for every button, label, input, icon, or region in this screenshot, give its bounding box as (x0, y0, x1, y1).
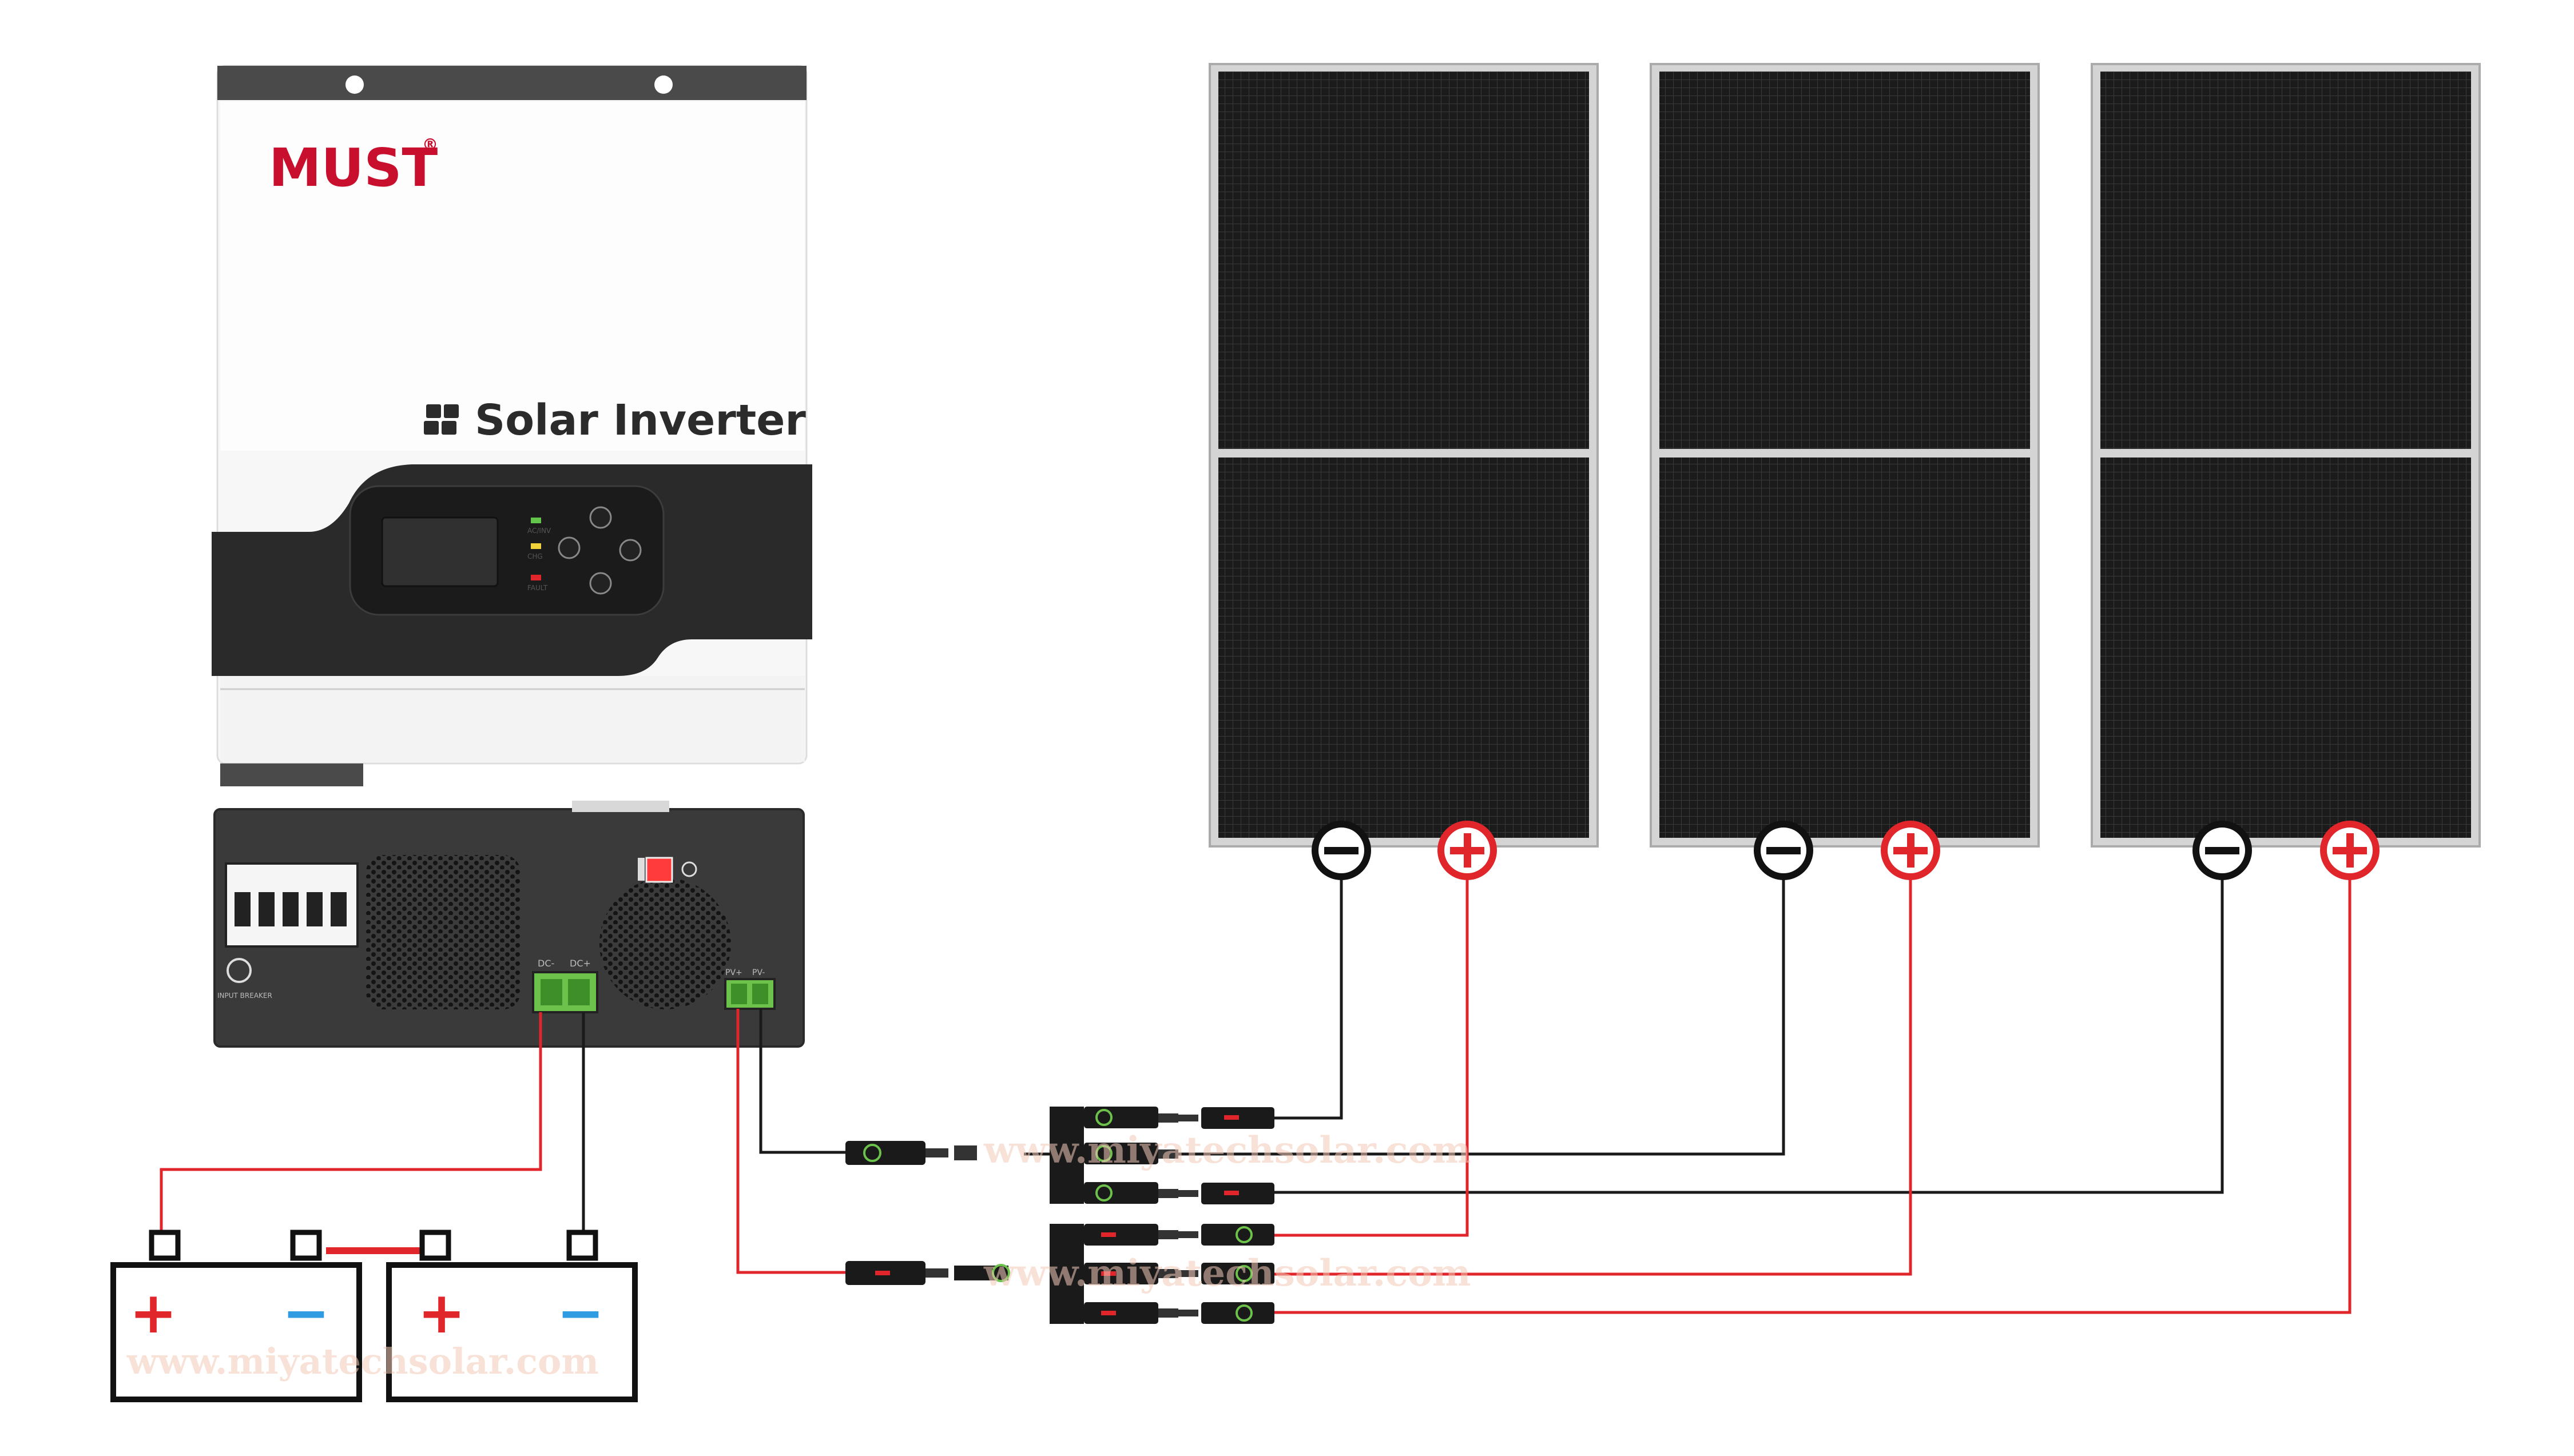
mounting-hole-left (345, 75, 364, 94)
panel-1-negative-terminal (1312, 821, 1371, 880)
inverter-front: MUST ® Solar Inverter AC/INV CHG FAULT (212, 65, 812, 786)
down-button[interactable] (589, 572, 612, 595)
solar-panel-2 (1650, 63, 2040, 848)
enter-button[interactable] (619, 539, 642, 562)
panel-1-positive-lead (1273, 852, 1469, 1237)
port-label-dc-pos: DC+ (570, 958, 591, 969)
watermark-2: www.miyatechsolar.com (983, 1252, 1471, 1295)
panel-2-negative-terminal (1754, 821, 1813, 880)
battery-positive-cable (160, 1012, 542, 1238)
mc4-panel-pos-connectors (1178, 1224, 1274, 1324)
solar-panel-3 (2091, 63, 2481, 848)
mc4-panel-neg-connectors (1178, 1107, 1274, 1204)
svg-text:CHG: CHG (527, 552, 543, 560)
fan-grille-right (599, 878, 731, 1009)
ac-terminal-block (225, 862, 359, 948)
led-ac-inv: AC/INV (527, 518, 551, 535)
panel-3-negative-terminal (2192, 821, 2252, 880)
svg-text:AC/INV: AC/INV (527, 527, 551, 535)
input-breaker[interactable] (227, 958, 252, 983)
panel-2-negative-lead (1024, 852, 1785, 1156)
mc4-y-branch-negative (1050, 1107, 1178, 1204)
brand-logo: MUST (269, 137, 438, 198)
battery-2: + − (386, 1230, 638, 1402)
port-label-pv-neg: PV- (752, 968, 765, 977)
battery-2-negative-symbol: − (557, 1279, 605, 1346)
setup-button[interactable] (558, 536, 581, 559)
pv-negative-trunk (759, 1009, 847, 1154)
svg-text:FAULT: FAULT (527, 584, 548, 592)
panel-3-positive-lead (1273, 852, 2351, 1314)
power-icon (681, 861, 697, 877)
brand-registered-mark: ® (422, 135, 438, 154)
panel-3-positive-terminal (2320, 821, 2380, 880)
port-label-dc-neg: DC- (538, 958, 554, 969)
watermark-1: www.miyatechsolar.com (983, 1129, 1471, 1172)
battery-1-negative-symbol: − (282, 1279, 330, 1346)
up-button[interactable] (589, 506, 612, 529)
product-title: Solar Inverter (475, 396, 806, 445)
port-label-pv-pos: PV+ (725, 968, 742, 977)
battery-1: + − (110, 1230, 362, 1402)
mc4-trunk-negative-connector (845, 1141, 977, 1165)
power-switch[interactable] (645, 857, 673, 883)
lcd-display (381, 516, 499, 587)
svg-text:INPUT BREAKER: INPUT BREAKER (217, 992, 272, 1000)
mc4-y-branch-positive (1050, 1224, 1178, 1324)
watermark-3: www.miyatechsolar.com (126, 1340, 599, 1382)
solar-panel-1 (1209, 63, 1599, 848)
mc4-trunk-positive-connector (845, 1261, 1010, 1285)
led-fault: FAULT (527, 575, 548, 592)
inverter-bottom: INPUT BREAKER DC- DC+ PV+ PV- (213, 801, 805, 1048)
panel-3-negative-lead (1273, 852, 2224, 1194)
panel-1-negative-lead (1273, 852, 1343, 1120)
panel-2-positive-lead (1273, 852, 1912, 1276)
battery-1-positive-symbol: + (129, 1279, 177, 1346)
pv-positive-trunk (736, 1009, 847, 1274)
panel-2-positive-terminal (1881, 821, 1940, 880)
fan-grille-left (366, 855, 521, 1009)
solar-logo-icon (424, 404, 459, 435)
panel-1-positive-terminal (1437, 821, 1497, 880)
battery-2-positive-symbol: + (418, 1279, 466, 1346)
led-chg: CHG (527, 543, 543, 560)
mounting-hole-right (654, 75, 673, 94)
